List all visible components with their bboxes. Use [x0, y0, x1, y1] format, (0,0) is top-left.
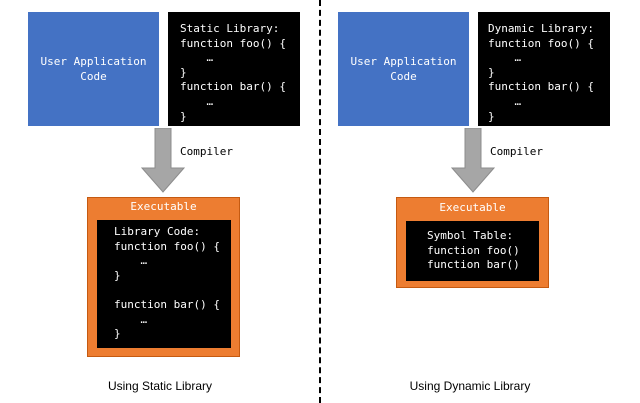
- static-compiler-label: Compiler: [180, 145, 233, 158]
- dynamic-user-application-box: User Application Code: [338, 12, 469, 126]
- static-executable-box: Executable Library Code: function foo() …: [87, 197, 240, 357]
- static-user-application-box: User Application Code: [28, 12, 159, 126]
- dynamic-compiler-label: Compiler: [490, 145, 543, 158]
- static-caption: Using Static Library: [107, 379, 213, 393]
- dynamic-caption: Using Dynamic Library: [409, 379, 531, 393]
- section-divider: [319, 0, 321, 403]
- dynamic-compiler-arrow: [450, 128, 496, 193]
- dynamic-library-code-box: Dynamic Library: function foo() { … } fu…: [478, 12, 610, 126]
- static-executable-title: Executable: [130, 200, 197, 213]
- static-executable-code: Library Code: function foo() { … } funct…: [97, 220, 231, 348]
- dynamic-executable-title: Executable: [439, 201, 506, 214]
- static-library-code-box: Static Library: function foo() { … } fun…: [168, 12, 300, 126]
- dynamic-executable-box: Executable Symbol Table: function foo() …: [396, 197, 549, 288]
- static-compiler-arrow: [140, 128, 186, 193]
- dynamic-executable-code: Symbol Table: function foo() function ba…: [406, 221, 539, 281]
